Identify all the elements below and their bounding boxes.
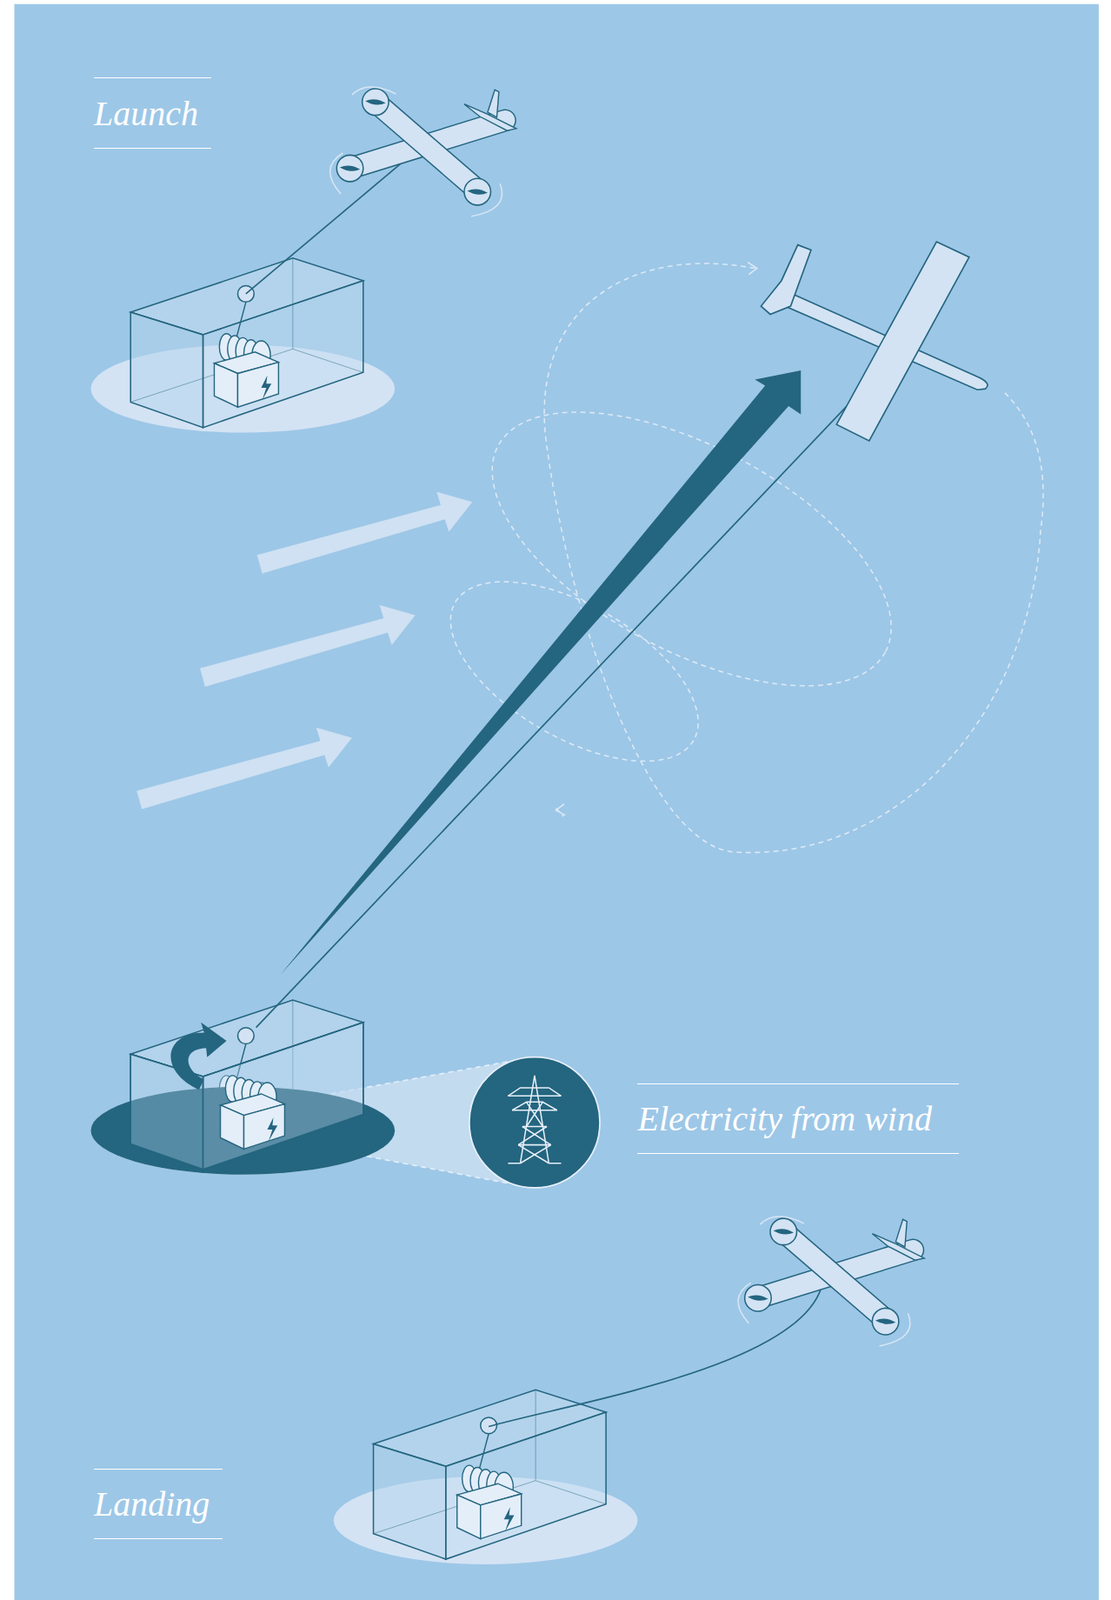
output-label-frame: Electricity from wind [637, 1083, 959, 1154]
phase-label-frame: Landing [93, 1468, 223, 1539]
output-label: Electricity from wind [637, 1097, 932, 1139]
phase-label: Landing [93, 1483, 210, 1524]
phase-label-frame: Launch [93, 77, 212, 149]
phase-label: Launch [93, 93, 199, 134]
